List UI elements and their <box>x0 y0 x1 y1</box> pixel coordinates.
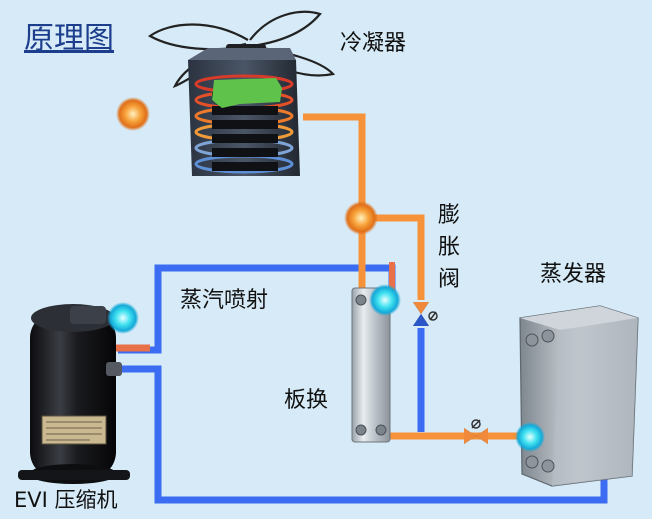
hot-pipe-to-valve <box>362 214 425 300</box>
glow-dot-cyan-exchanger <box>369 284 401 316</box>
glow-dot-cyan-evaporator <box>515 422 545 452</box>
evaporator-valve-icon <box>464 419 488 444</box>
page-title: 原理图 <box>24 21 114 56</box>
cold-pipe-suction <box>118 365 608 504</box>
label-condenser: 冷凝器 <box>340 31 407 56</box>
glow-dot-cyan-compressor <box>107 302 139 334</box>
glow-dot-orange-left <box>116 97 150 131</box>
label-vapor-injection: 蒸汽喷射 <box>180 288 269 313</box>
label-expansion-valve: 膨胀阀 <box>438 203 461 292</box>
evaporator-unit <box>519 305 639 487</box>
condenser-unit <box>147 10 336 176</box>
glow-markers <box>107 97 545 452</box>
glow-dot-orange-junction <box>344 201 378 235</box>
label-evaporator: 蒸发器 <box>540 262 607 287</box>
label-compressor: EVI 压缩机 <box>14 488 118 512</box>
label-plate-exchanger: 板换 <box>284 388 329 413</box>
evi-compressor <box>18 304 130 484</box>
expansion-valve-icon <box>413 302 438 326</box>
hot-pipe-condenser-out <box>303 113 366 218</box>
